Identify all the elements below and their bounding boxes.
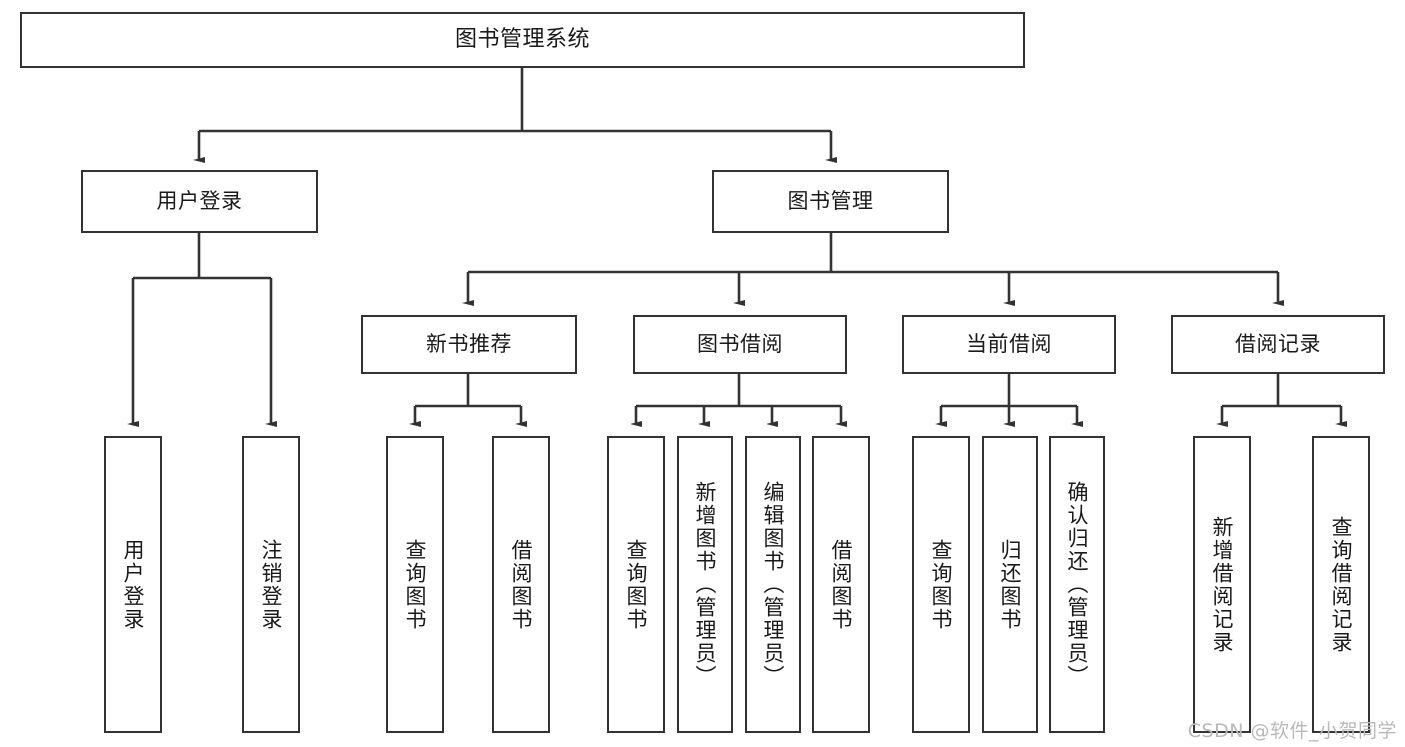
leaf-current-borrow-confirm-return[interactable]: 确认归还（管理员） <box>1049 436 1105 733</box>
node-book-management[interactable]: 图书管理 <box>712 170 949 233</box>
node-label: 查询图书 <box>624 538 649 631</box>
leaf-user-login-signin[interactable]: 用户登录 <box>104 436 162 733</box>
node-label: 编辑图书（管理员） <box>761 481 786 688</box>
node-label: 确认归还（管理员） <box>1065 481 1090 688</box>
node-label: 注销登录 <box>259 538 284 631</box>
node-label: 图书借阅 <box>697 331 783 356</box>
leaf-new-books-borrow[interactable]: 借阅图书 <box>492 436 550 733</box>
leaf-borrow-records-query[interactable]: 查询借阅记录 <box>1312 436 1370 733</box>
node-label: 新增图书（管理员） <box>693 481 718 688</box>
leaf-user-login-signout[interactable]: 注销登录 <box>242 436 300 733</box>
leaf-book-borrow-lend[interactable]: 借阅图书 <box>812 436 870 733</box>
node-label: 查询借阅记录 <box>1329 515 1354 654</box>
node-label: 借阅记录 <box>1235 331 1321 356</box>
node-label: 当前借阅 <box>966 331 1052 356</box>
node-label: 用户登录 <box>156 188 243 213</box>
leaf-book-borrow-edit[interactable]: 编辑图书（管理员） <box>745 436 801 733</box>
node-label: 查询图书 <box>403 538 428 631</box>
node-book-borrow[interactable]: 图书借阅 <box>633 315 847 374</box>
node-new-book-recommend[interactable]: 新书推荐 <box>361 315 577 374</box>
node-borrow-records[interactable]: 借阅记录 <box>1171 315 1385 374</box>
leaf-book-borrow-query[interactable]: 查询图书 <box>607 436 665 733</box>
leaf-book-borrow-add[interactable]: 新增图书（管理员） <box>677 436 733 733</box>
node-label: 新书推荐 <box>426 331 512 356</box>
node-label: 借阅图书 <box>509 538 534 631</box>
node-label: 新增借阅记录 <box>1210 515 1235 654</box>
node-current-borrow[interactable]: 当前借阅 <box>902 315 1116 374</box>
node-label: 图书管理系统 <box>454 26 590 52</box>
leaf-current-borrow-query[interactable]: 查询图书 <box>912 436 970 733</box>
node-label: 借阅图书 <box>829 538 854 631</box>
node-user-login[interactable]: 用户登录 <box>81 170 318 233</box>
node-label: 用户登录 <box>121 538 146 631</box>
node-label: 图书管理 <box>787 188 874 213</box>
csdn-watermark: CSDN @软件_小贺同学 <box>1187 720 1397 742</box>
leaf-borrow-records-add[interactable]: 新增借阅记录 <box>1193 436 1251 733</box>
node-label: 归还图书 <box>998 538 1023 631</box>
node-label: 查询图书 <box>929 538 954 631</box>
leaf-new-books-query[interactable]: 查询图书 <box>386 436 444 733</box>
node-root-system[interactable]: 图书管理系统 <box>20 12 1025 68</box>
leaf-current-borrow-return[interactable]: 归还图书 <box>982 436 1038 733</box>
